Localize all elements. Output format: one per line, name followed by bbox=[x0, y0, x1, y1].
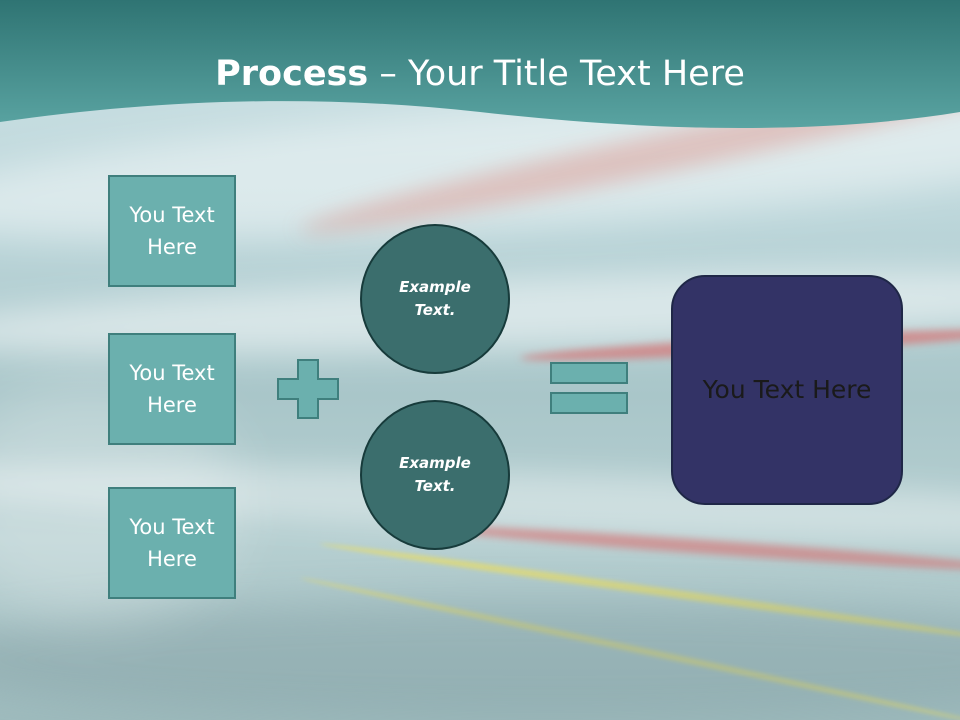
title-rest: – Your Title Text Here bbox=[368, 54, 745, 94]
input-box-label: You Text Here bbox=[129, 361, 215, 417]
input-box-2[interactable]: You Text Here bbox=[108, 333, 236, 445]
equals-icon bbox=[550, 362, 628, 414]
page-title: Process – Your Title Text Here bbox=[0, 52, 960, 96]
circle-label: Example Text. bbox=[399, 278, 471, 319]
input-box-3[interactable]: You Text Here bbox=[108, 487, 236, 599]
title-bold: Process bbox=[215, 54, 369, 94]
example-circle-2[interactable]: Example Text. bbox=[360, 400, 510, 550]
circle-label: Example Text. bbox=[399, 454, 471, 495]
example-circle-1[interactable]: Example Text. bbox=[360, 224, 510, 374]
result-label: You Text Here bbox=[702, 375, 872, 404]
input-box-label: You Text Here bbox=[129, 203, 215, 259]
plus-icon bbox=[277, 359, 339, 419]
title-band bbox=[0, 0, 960, 128]
result-box[interactable]: You Text Here bbox=[671, 275, 903, 505]
input-box-1[interactable]: You Text Here bbox=[108, 175, 236, 287]
input-box-label: You Text Here bbox=[129, 515, 215, 571]
